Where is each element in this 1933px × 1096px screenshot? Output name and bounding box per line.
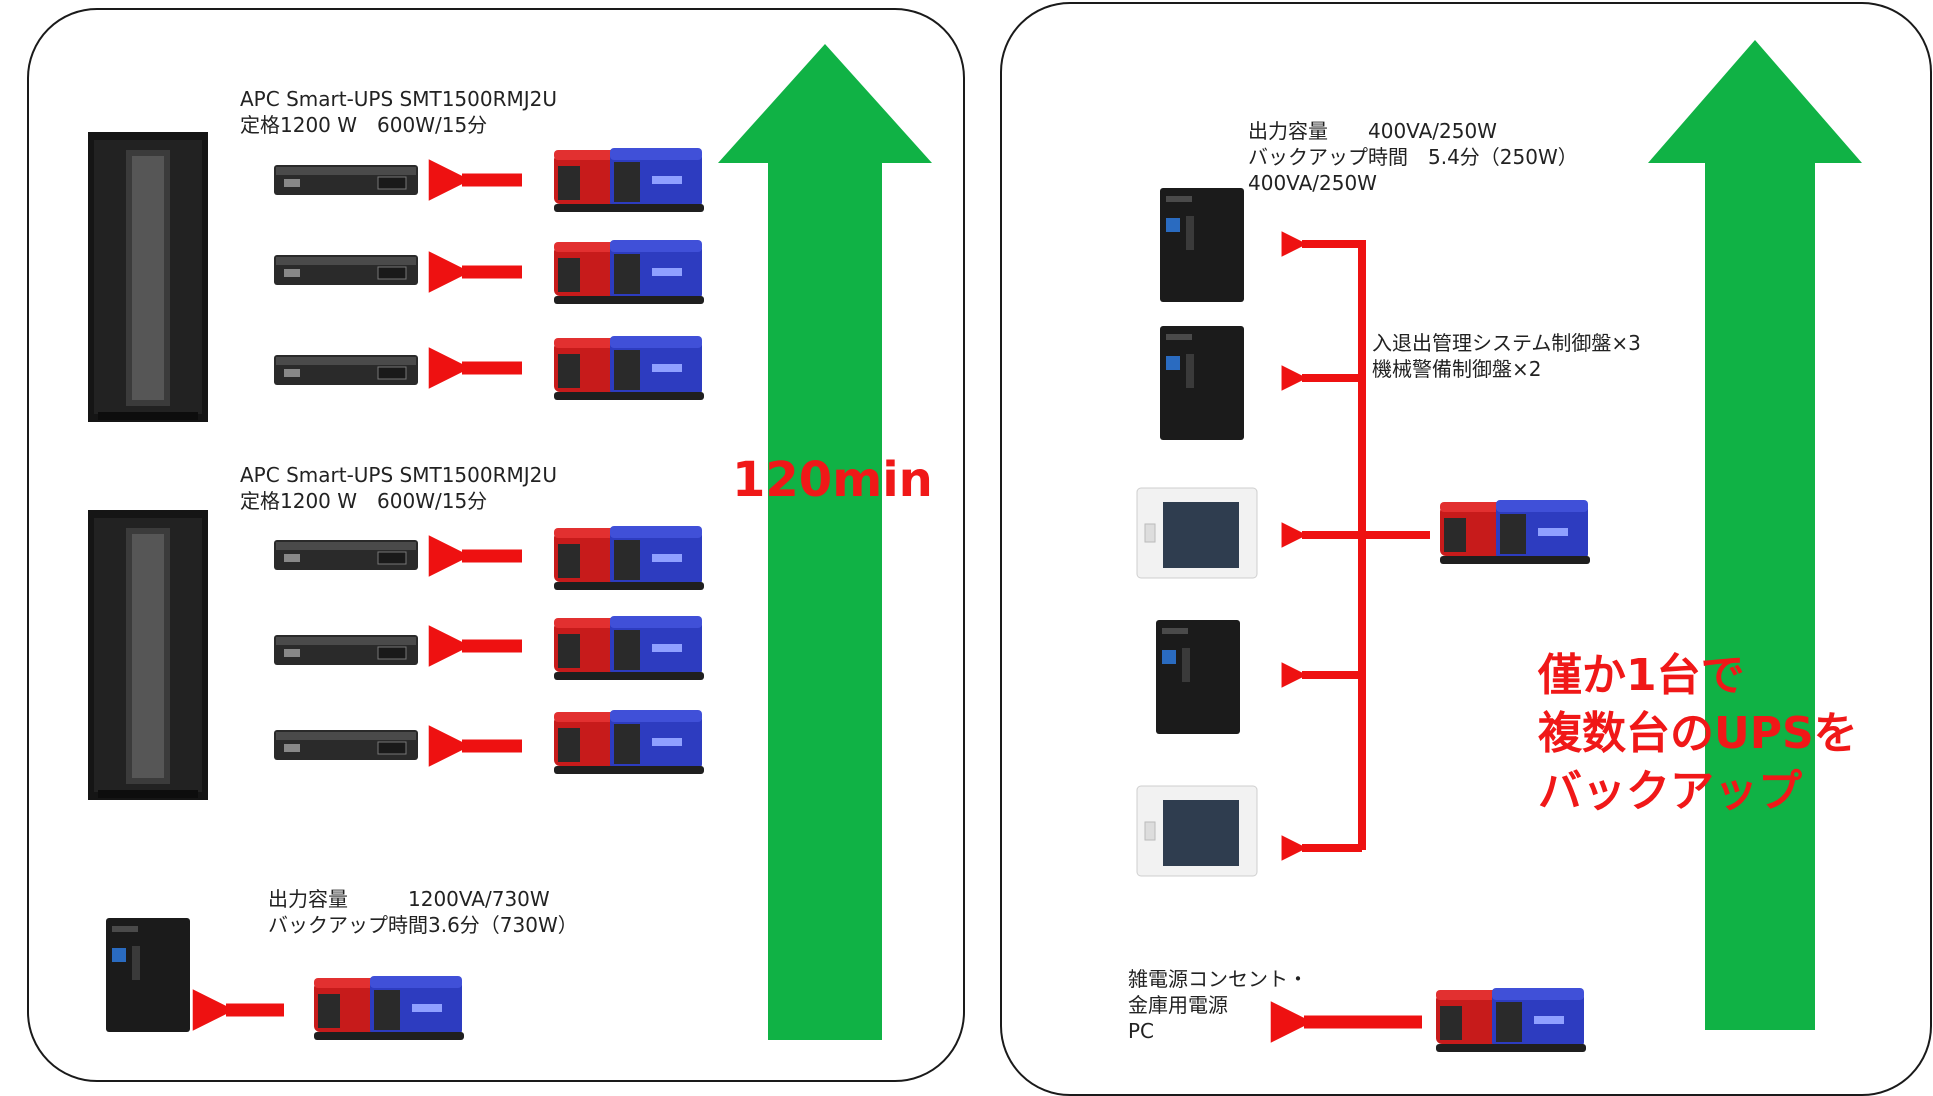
- portable-battery-3: [554, 336, 704, 400]
- outlet-note-line1: 雑電源コンセント・: [1128, 967, 1308, 991]
- server-rack-1: [88, 132, 208, 422]
- outlet-note-line2: 金庫用電源: [1128, 993, 1228, 1017]
- control-panel-2: [1136, 785, 1258, 877]
- panel-note-line1: 入退出管理システム制御盤×3: [1372, 331, 1641, 355]
- duration-label: 120min: [732, 452, 933, 508]
- tower-ups-right-3: [1156, 620, 1240, 734]
- callout-line1: 僅か1台で: [1538, 650, 1745, 701]
- left-green-arrow: [718, 44, 932, 1040]
- tower-ups-backup: バックアップ時間3.6分（730W）: [268, 913, 578, 937]
- control-panel-1: [1136, 487, 1258, 579]
- callout-line3: バックアップ: [1538, 766, 1802, 817]
- server-rack-2: [88, 510, 208, 800]
- portable-battery-7: [314, 976, 464, 1040]
- rack-group-2-rating: 定格1200 W 600W/15分: [240, 489, 488, 513]
- rack-ups-5: [273, 634, 419, 666]
- portable-battery-right-2: [1436, 988, 1586, 1052]
- portable-battery-right-1: [1440, 500, 1590, 564]
- ups-spec-backup: バックアップ時間 5.4分（250W）: [1248, 145, 1578, 169]
- rack-group-2-model: APC Smart-UPS SMT1500RMJ2U: [240, 463, 558, 487]
- tower-ups-capacity: 出力容量 1200VA/730W: [268, 887, 550, 911]
- portable-battery-4: [554, 526, 704, 590]
- outlet-note-line3: PC: [1128, 1019, 1155, 1043]
- portable-battery-2: [554, 240, 704, 304]
- tower-ups-right-1: [1160, 188, 1244, 302]
- rack-group-1-rating: 定格1200 W 600W/15分: [240, 113, 488, 137]
- portable-battery-5: [554, 616, 704, 680]
- distribution-bus: [1358, 240, 1430, 850]
- callout-line2: 複数台のUPSを: [1538, 708, 1858, 759]
- rack-ups-4: [273, 539, 419, 571]
- rack-ups-6: [273, 729, 419, 761]
- rack-ups-2: [273, 254, 419, 286]
- tower-ups-left: [106, 918, 190, 1032]
- rack-group-1-model: APC Smart-UPS SMT1500RMJ2U: [240, 87, 558, 111]
- rack-ups-1: [273, 164, 419, 196]
- right-green-arrow: [1648, 40, 1862, 1030]
- rack-ups-3: [273, 354, 419, 386]
- ups-spec-capacity: 出力容量 400VA/250W: [1248, 119, 1497, 143]
- portable-battery-1: [554, 148, 704, 212]
- ups-spec-rating: 400VA/250W: [1248, 171, 1377, 195]
- tower-ups-right-2: [1160, 326, 1244, 440]
- panel-note-line2: 機械警備制御盤×2: [1372, 357, 1542, 381]
- portable-battery-6: [554, 710, 704, 774]
